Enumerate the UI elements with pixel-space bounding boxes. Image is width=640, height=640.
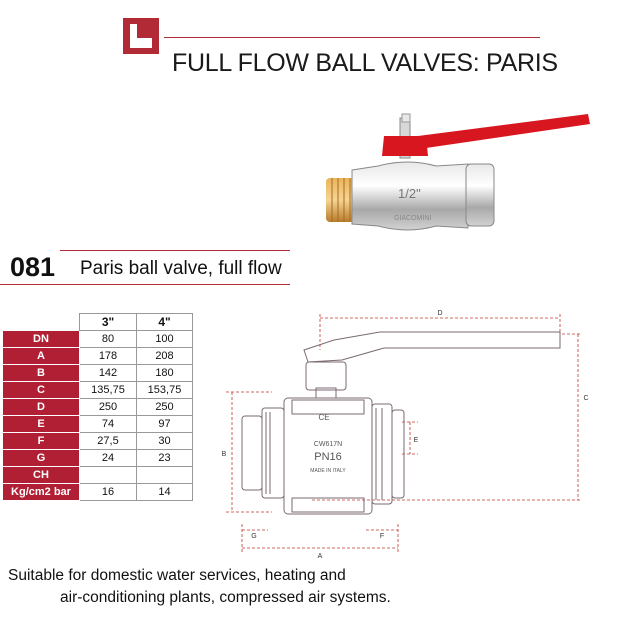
row-label: F	[2, 432, 80, 450]
product-code: 081	[10, 252, 56, 282]
table-row: CH	[2, 466, 193, 484]
brand-marking: GIACOMINI	[394, 215, 431, 222]
cell-value: 135,75	[79, 381, 137, 399]
column-header: 3"	[79, 313, 137, 331]
row-label: E	[2, 415, 80, 433]
column-header: 4"	[136, 313, 193, 331]
cell-value: 14	[136, 483, 193, 501]
origin-marking: MADE IN ITALY	[310, 468, 346, 474]
cell-value: 74	[79, 415, 137, 433]
section-rule	[0, 284, 290, 285]
cell-value: 24	[79, 449, 137, 467]
dim-label-b: B	[222, 451, 227, 458]
footer-line-2: air-conditioning plants, compressed air …	[60, 589, 391, 606]
cell-value: 100	[136, 330, 193, 348]
row-label: A	[2, 347, 80, 365]
product-name: Paris ball valve, full flow	[80, 258, 282, 279]
alloy-marking: CW617N	[314, 441, 342, 448]
row-label: DN	[2, 330, 80, 348]
cell-value: 30	[136, 432, 193, 450]
row-label: C	[2, 381, 80, 399]
product-photo: 1/2" GIACOMINI	[326, 113, 590, 231]
dim-label-e: E	[414, 437, 419, 444]
row-label: CH	[2, 466, 80, 484]
technical-drawing: D C B E G F A CE CW617N PN16 MADE IN ITA…	[222, 310, 589, 560]
dim-label-c: C	[583, 395, 588, 402]
footer-line-1: Suitable for domestic water services, he…	[8, 567, 346, 584]
row-label: B	[2, 364, 80, 382]
cell-value: 23	[136, 449, 193, 467]
row-label: D	[2, 398, 80, 416]
row-label: G	[2, 449, 80, 467]
section-rule-top	[60, 250, 290, 251]
dim-label-g: G	[251, 533, 256, 540]
dim-label-a: A	[318, 553, 323, 560]
cell-value: 153,75	[136, 381, 193, 399]
cell-value: 97	[136, 415, 193, 433]
page-title: FULL FLOW BALL VALVES: PARIS	[172, 49, 558, 77]
pn-marking: PN16	[314, 451, 342, 463]
cell-value: 27,5	[79, 432, 137, 450]
cell-value: 178	[79, 347, 137, 365]
cell-value	[79, 466, 137, 484]
cell-value: 180	[136, 364, 193, 382]
header-rule	[164, 37, 540, 38]
dim-label-d: D	[437, 310, 442, 317]
ce-marking: CE	[318, 413, 329, 422]
cell-value	[136, 466, 193, 484]
dim-label-f: F	[380, 533, 384, 540]
cell-value: 16	[79, 483, 137, 501]
cell-value: 250	[136, 398, 193, 416]
size-marking: 1/2"	[398, 186, 421, 201]
company-logo-icon	[123, 18, 159, 54]
cell-value: 208	[136, 347, 193, 365]
cell-value: 250	[79, 398, 137, 416]
row-label: Kg/cm2 bar	[2, 483, 80, 501]
cell-value: 80	[79, 330, 137, 348]
cell-value: 142	[79, 364, 137, 382]
